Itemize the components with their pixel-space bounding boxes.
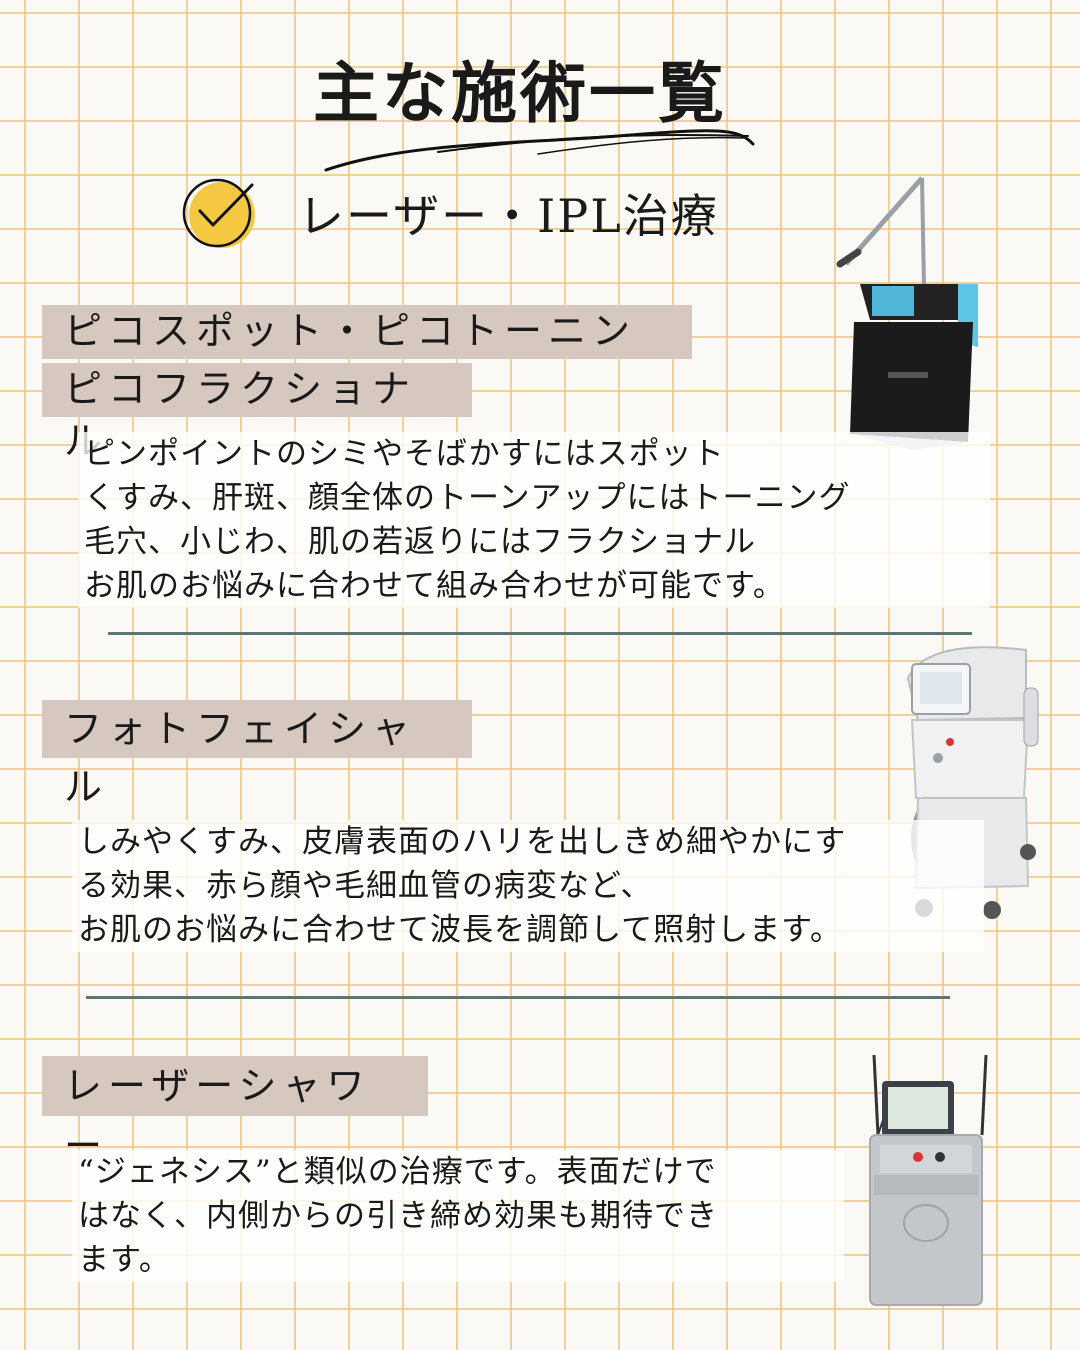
description-line: お肌のお悩みに合わせて組み合わせが可能です。 <box>84 568 785 604</box>
divider <box>108 632 972 635</box>
treatment-description-laser-shower: “ジェネシス”と類似の治療です。表面だけで はなく、内側からの引き締め効果も期待… <box>72 1150 844 1282</box>
description-line: ます。 <box>78 1242 171 1278</box>
description-line: はなく、内側からの引き締め効果も期待でき <box>78 1198 718 1234</box>
treatment-label-laser-shower: レーザーシャワー <box>42 1056 428 1168</box>
treatment-label-photofacial: フォトフェイシャル <box>42 700 472 809</box>
page-title: 主な施術一覧 <box>313 54 727 132</box>
treatment-label-line: フォトフェイシャル <box>64 707 417 809</box>
pico-laser-machine <box>836 176 978 450</box>
description-line: くすみ、肝斑、顔全体のトーンアップにはトーニング <box>84 480 851 516</box>
description-line: “ジェネシス”と類似の治療です。表面だけで <box>78 1154 717 1190</box>
treatment-description-pico: ピンポイントのシミやそばかすにはスポット くすみ、肝斑、顔全体のトーンアップには… <box>78 432 990 608</box>
treatment-label-pico-fractional: ピコフラクショナル <box>42 363 472 463</box>
treatment-description-photofacial: しみやくすみ、皮膚表面のハリを出しきめ細やかにす る効果、赤ら顔や毛細血管の病変… <box>72 820 984 952</box>
swoosh-decoration <box>324 129 755 172</box>
treatment-label-pico: ピコスポット・ピコトーニング <box>42 305 692 405</box>
description-line: ピンポイントのシミやそばかすにはスポット <box>84 436 725 472</box>
laser-shower-machine <box>869 1054 988 1306</box>
description-line: しみやくすみ、皮膚表面のハリを出しきめ細やかにす <box>78 824 847 860</box>
section-heading: レーザー・IPL治療 <box>298 189 719 243</box>
checkmark-circle-icon <box>182 178 255 248</box>
description-line: 毛穴、小じわ、肌の若返りにはフラクショナル <box>84 524 756 560</box>
description-line: お肌のお悩みに合わせて波長を調節して照射します。 <box>78 912 842 948</box>
divider <box>86 996 950 999</box>
description-line: る効果、赤ら顔や毛細血管の病変など、 <box>78 868 653 904</box>
